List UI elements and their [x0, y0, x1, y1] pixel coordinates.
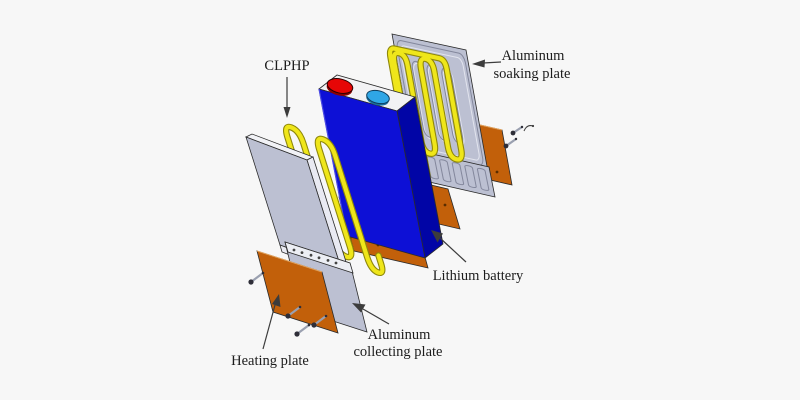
screw: [503, 137, 518, 149]
terminal-positive-top: [326, 78, 354, 94]
label-lithium-battery: Lithium battery: [433, 268, 524, 284]
plate-hole: [495, 170, 499, 174]
plate-hole: [300, 251, 304, 255]
terminal-negative-top: [366, 89, 390, 105]
callout-clphp: [283, 77, 291, 118]
clamp-plate-channel: [439, 159, 451, 182]
clphp-tube-left: [283, 124, 384, 274]
battery-terminal-positive: [326, 78, 354, 96]
screw-rotation-dot: [531, 124, 535, 128]
battery-terminal-negative: [366, 89, 390, 106]
screw: [294, 323, 311, 337]
callout-collecting-plate: [352, 303, 390, 325]
label-collecting-plate-line1: Aluminum: [368, 327, 432, 343]
screw: [311, 314, 328, 328]
plate-hole: [309, 253, 313, 257]
plate-hole: [326, 259, 330, 262]
screw: [248, 271, 265, 285]
label-soaking-plate-line2: soaking plate: [494, 66, 571, 82]
plate-hole: [317, 256, 321, 260]
heating-plate-front: [256, 250, 339, 334]
label-heating-plate: Heating plate: [231, 353, 309, 369]
heating-plate-front-highlight: [256, 250, 323, 273]
screw-rotation-mark: [523, 125, 534, 132]
plate-hole: [443, 203, 447, 207]
label-clphp: CLPHP: [264, 58, 309, 74]
callout-lithium-battery: [431, 230, 467, 263]
clamp-plate-channel: [465, 165, 477, 188]
plate-hole: [334, 261, 338, 265]
screw: [285, 305, 302, 319]
callout-soaking-plate: [472, 59, 502, 68]
label-collecting-plate-line2: collecting plate: [354, 344, 443, 360]
callout-heating-plate: [262, 294, 281, 350]
clphp-tube-left-core: [283, 124, 384, 274]
clamp-plate-channel: [477, 168, 489, 191]
plate-hole: [292, 248, 296, 252]
clamp-plate-channel: [452, 162, 464, 185]
battery-edge-highlight: [318, 88, 348, 237]
screw: [510, 125, 524, 136]
label-soaking-plate-line1: Aluminum: [502, 48, 566, 64]
lithium-battery: [318, 74, 444, 259]
